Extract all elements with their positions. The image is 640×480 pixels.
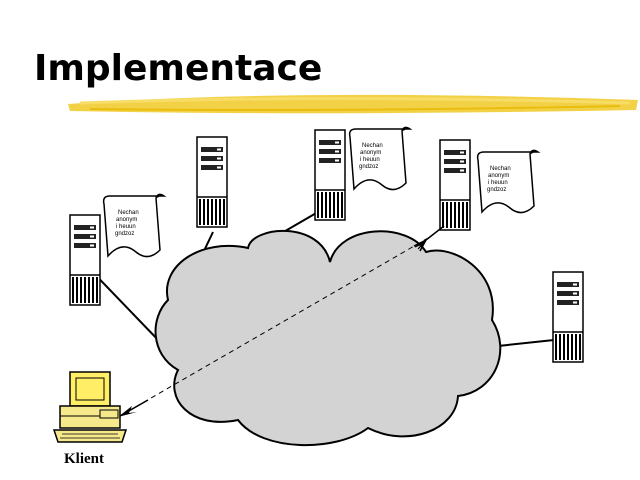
request-path [118,225,445,417]
server-icon [196,136,228,228]
server-icon [314,129,346,221]
document-line: i heuun [116,224,136,230]
document-line: anonym [360,150,381,156]
document-line: anonym [488,173,509,179]
client-label: Klient [64,451,104,467]
arrowhead-icon [413,239,427,252]
document-line: gndzoz [115,231,134,237]
document-line: Nechan [118,210,139,216]
document-icon: Nechan anonym i heuun gndzoz [348,126,411,191]
document-line: gndzoz [487,187,506,193]
client-computer-icon [52,371,128,443]
document-line: i heuun [488,180,508,186]
server-icon [439,139,471,231]
document-line: anonym [116,217,137,223]
network-cloud-icon [154,230,502,447]
document-line: Nechan [490,166,511,172]
document-icon: Nechan anonym i heuun gndzoz [476,149,539,214]
document-line: Nechan [362,143,383,149]
title-underline-brush [68,94,638,114]
connection-line [497,339,555,347]
slide-title: Implementace [34,48,323,89]
arrowhead-icon [118,406,137,417]
document-icon: Nechan anonym i heuun gndzoz [102,193,165,258]
server-icon [552,271,584,363]
document-line: i heuun [360,157,380,163]
document-line: gndzoz [359,164,378,170]
server-icon [69,214,101,306]
